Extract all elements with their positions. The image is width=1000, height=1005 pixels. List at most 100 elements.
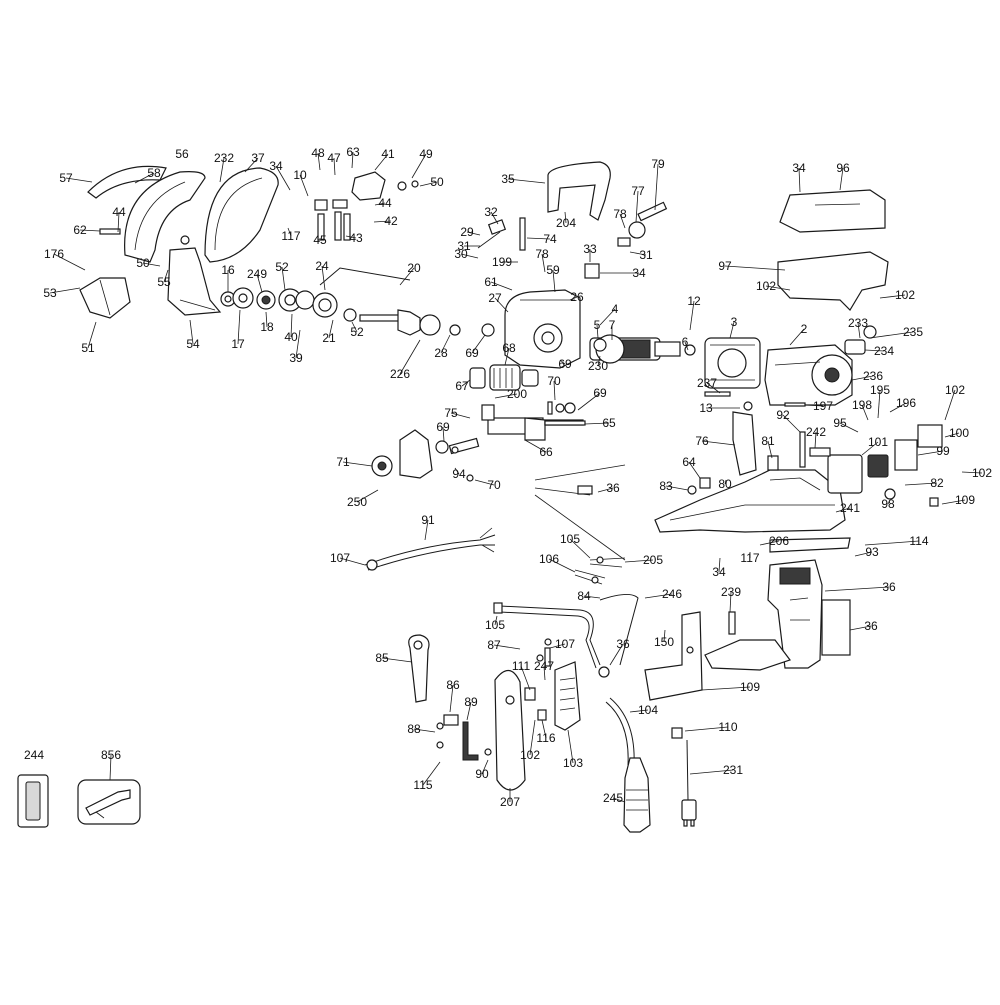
part-number-label: 176 bbox=[44, 247, 64, 261]
leader-line bbox=[904, 482, 938, 486]
leader-line bbox=[684, 726, 729, 732]
pin-65 bbox=[544, 420, 586, 426]
part-number-label: 242 bbox=[806, 425, 826, 439]
accessory-856 bbox=[17, 774, 49, 828]
part-number-label: 67 bbox=[455, 379, 469, 393]
part-number-label: 236 bbox=[863, 369, 883, 383]
part-number-label: 69 bbox=[593, 386, 607, 400]
part-number-label: 92 bbox=[776, 408, 790, 422]
part-number-label: 85 bbox=[375, 651, 389, 665]
part-number-label: 36 bbox=[882, 580, 896, 594]
part-number-label: 53 bbox=[43, 286, 57, 300]
part-number-label: 44 bbox=[112, 205, 126, 219]
leader-line bbox=[474, 479, 495, 486]
part-number-label: 102 bbox=[895, 288, 915, 302]
part-number-label: 6 bbox=[682, 335, 689, 349]
leader-line bbox=[454, 467, 460, 475]
field-coil bbox=[704, 337, 761, 389]
leader-line bbox=[701, 440, 736, 446]
leader-line bbox=[65, 177, 93, 183]
leader-line bbox=[339, 557, 366, 566]
cover-96 bbox=[779, 189, 886, 233]
leader-line bbox=[861, 441, 879, 456]
misc-base-hardware bbox=[687, 391, 939, 507]
washer-69-pin-66 bbox=[435, 437, 480, 482]
leader-line bbox=[237, 309, 241, 345]
leader-line bbox=[564, 211, 567, 224]
part-number-label: 93 bbox=[865, 545, 879, 559]
gear-case bbox=[504, 289, 581, 369]
bearing-69-left bbox=[481, 323, 495, 337]
part-231 bbox=[671, 727, 683, 739]
leader-line bbox=[624, 559, 654, 563]
leader-line bbox=[804, 404, 824, 407]
lock-hardware bbox=[314, 171, 419, 241]
part-number-label: 195 bbox=[870, 383, 890, 397]
leader-line bbox=[399, 267, 415, 286]
part-number-label: 31 bbox=[639, 248, 653, 262]
part-number-label: 62 bbox=[73, 223, 87, 237]
leader-line bbox=[553, 380, 556, 401]
part-number-label: 36 bbox=[616, 637, 630, 651]
leader-line bbox=[644, 593, 673, 599]
leader-line bbox=[767, 440, 773, 459]
leader-line bbox=[333, 157, 336, 176]
part-number-label: 7 bbox=[609, 318, 616, 332]
leader-line bbox=[328, 319, 334, 339]
part-number-label: 3 bbox=[731, 315, 738, 329]
part-number-label: 250 bbox=[347, 495, 367, 509]
blade-guard-lower bbox=[204, 167, 279, 263]
leader-line bbox=[504, 347, 510, 366]
leader-line bbox=[887, 499, 891, 505]
part-number-label: 17 bbox=[231, 337, 245, 351]
leader-line bbox=[524, 439, 547, 453]
part-number-label: 114 bbox=[909, 534, 928, 548]
leader-line bbox=[944, 389, 956, 421]
leader-line bbox=[854, 551, 873, 557]
leader-line bbox=[461, 379, 471, 387]
part-number-label: 10 bbox=[293, 168, 307, 182]
part-number-label: 31 bbox=[457, 239, 471, 253]
part-number-label: 42 bbox=[384, 214, 398, 228]
part-number-label: 69 bbox=[465, 346, 479, 360]
leader-line bbox=[718, 557, 721, 573]
leader-line bbox=[466, 231, 481, 236]
part-number-label: 233 bbox=[848, 316, 868, 330]
leader-line bbox=[256, 273, 263, 293]
part-number-label: 13 bbox=[699, 401, 713, 415]
part-number-label: 69 bbox=[436, 420, 450, 434]
part-number-label: 24 bbox=[315, 259, 329, 273]
part-number-label: 36 bbox=[606, 481, 620, 495]
clip-33 bbox=[584, 263, 600, 279]
plate-86 bbox=[644, 611, 703, 701]
part-number-label: 245 bbox=[603, 791, 623, 805]
part-number-label: 28 bbox=[434, 346, 448, 360]
leader-line bbox=[541, 719, 547, 739]
leader-line bbox=[857, 322, 861, 339]
small-parts-69-70 bbox=[547, 401, 576, 415]
part-number-label: 234 bbox=[874, 344, 894, 358]
part-number-label: 5 bbox=[594, 318, 601, 332]
part-number-label: 44 bbox=[378, 196, 392, 210]
small-parts-lower bbox=[484, 638, 552, 756]
fence-76 bbox=[732, 411, 757, 476]
part-number-label: 105 bbox=[485, 618, 505, 632]
screw-62 bbox=[99, 228, 121, 235]
cable-ties-241 bbox=[534, 464, 626, 561]
part-number-label: 80 bbox=[718, 477, 732, 491]
part-number-label: 29 bbox=[460, 225, 474, 239]
leader-line bbox=[782, 414, 801, 433]
leader-line bbox=[490, 281, 513, 291]
leader-line bbox=[450, 412, 471, 419]
leader-line bbox=[87, 321, 97, 349]
knob-77 bbox=[617, 221, 646, 247]
wrench-87 bbox=[408, 634, 430, 703]
leader-line bbox=[494, 297, 509, 313]
part-number-label: 75 bbox=[444, 406, 458, 420]
leader-line bbox=[789, 328, 805, 346]
part-number-label: 103 bbox=[563, 756, 583, 770]
leader-line bbox=[629, 251, 647, 256]
part-number-label: 74 bbox=[543, 232, 557, 246]
leader-line bbox=[864, 349, 885, 352]
